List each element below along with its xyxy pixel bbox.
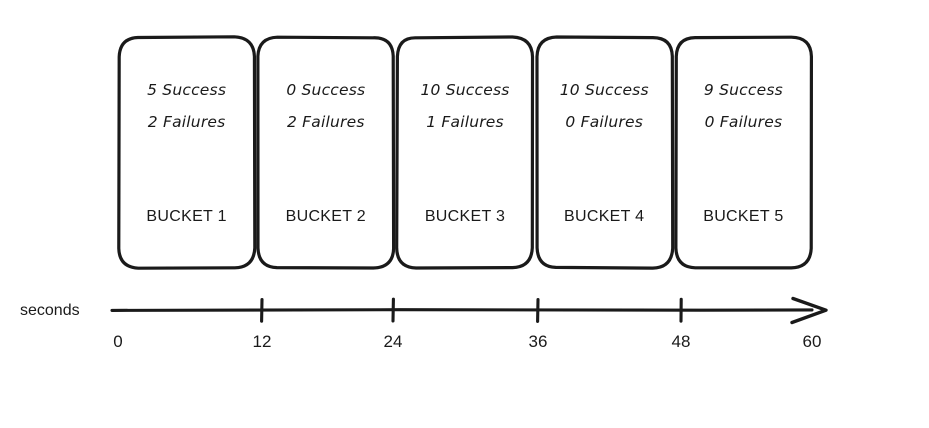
timeline-axis <box>110 296 828 325</box>
bucket-label: BUCKET 5 <box>703 208 784 225</box>
axis-tick-labels: 0 12 24 36 48 60 <box>0 332 929 362</box>
bucket-content-3: 10 Success 1 Failures BUCKET 3 <box>395 35 534 270</box>
buckets-row: 5 Success 2 Failures BUCKET 1 0 Success … <box>117 35 813 270</box>
bucket-failures-count: 0 Failures <box>565 113 644 131</box>
bucket-box-1[interactable]: 5 Success 2 Failures BUCKET 1 <box>117 35 257 270</box>
bucket-success-count: 10 Success <box>559 81 649 99</box>
tick-label-60: 60 <box>802 332 822 351</box>
bucket-label: BUCKET 1 <box>146 208 227 225</box>
bucket-failures-count: 1 Failures <box>426 113 504 131</box>
tick-label-36: 36 <box>528 332 548 351</box>
tick-label-24: 24 <box>383 332 403 351</box>
bucket-success-count: 0 Success <box>286 81 366 99</box>
axis-label-seconds: seconds <box>20 302 80 319</box>
bucket-content-4: 10 Success 0 Failures BUCKET 4 <box>535 35 674 270</box>
bucket-success-count: 10 Success <box>420 81 510 99</box>
bucket-box-3[interactable]: 10 Success 1 Failures BUCKET 3 <box>395 35 535 270</box>
bucket-box-4[interactable]: 10 Success 0 Failures BUCKET 4 <box>535 35 674 270</box>
bucket-failures-count: 0 Failures <box>704 113 783 131</box>
bucket-content-2: 0 Success 2 Failures BUCKET 2 <box>256 35 395 270</box>
tick-label-0: 0 <box>113 332 123 351</box>
bucket-box-5[interactable]: 9 Success 0 Failures BUCKET 5 <box>674 35 813 270</box>
tick-label-12: 12 <box>252 332 272 351</box>
bucket-label: BUCKET 3 <box>424 208 506 225</box>
bucket-success-count: 9 Success <box>703 81 783 99</box>
bucket-box-2[interactable]: 0 Success 2 Failures BUCKET 2 <box>256 35 396 270</box>
bucket-content-5: 9 Success 0 Failures BUCKET 5 <box>674 35 813 270</box>
bucket-success-count: 5 Success <box>147 81 227 99</box>
bucket-label: BUCKET 2 <box>285 208 366 225</box>
tick-label-48: 48 <box>671 332 691 351</box>
bucket-failures-count: 2 Failures <box>286 113 365 131</box>
bucket-content-1: 5 Success 2 Failures BUCKET 1 <box>117 35 256 270</box>
bucket-failures-count: 2 Failures <box>147 113 226 131</box>
bucket-label: BUCKET 4 <box>564 208 645 225</box>
